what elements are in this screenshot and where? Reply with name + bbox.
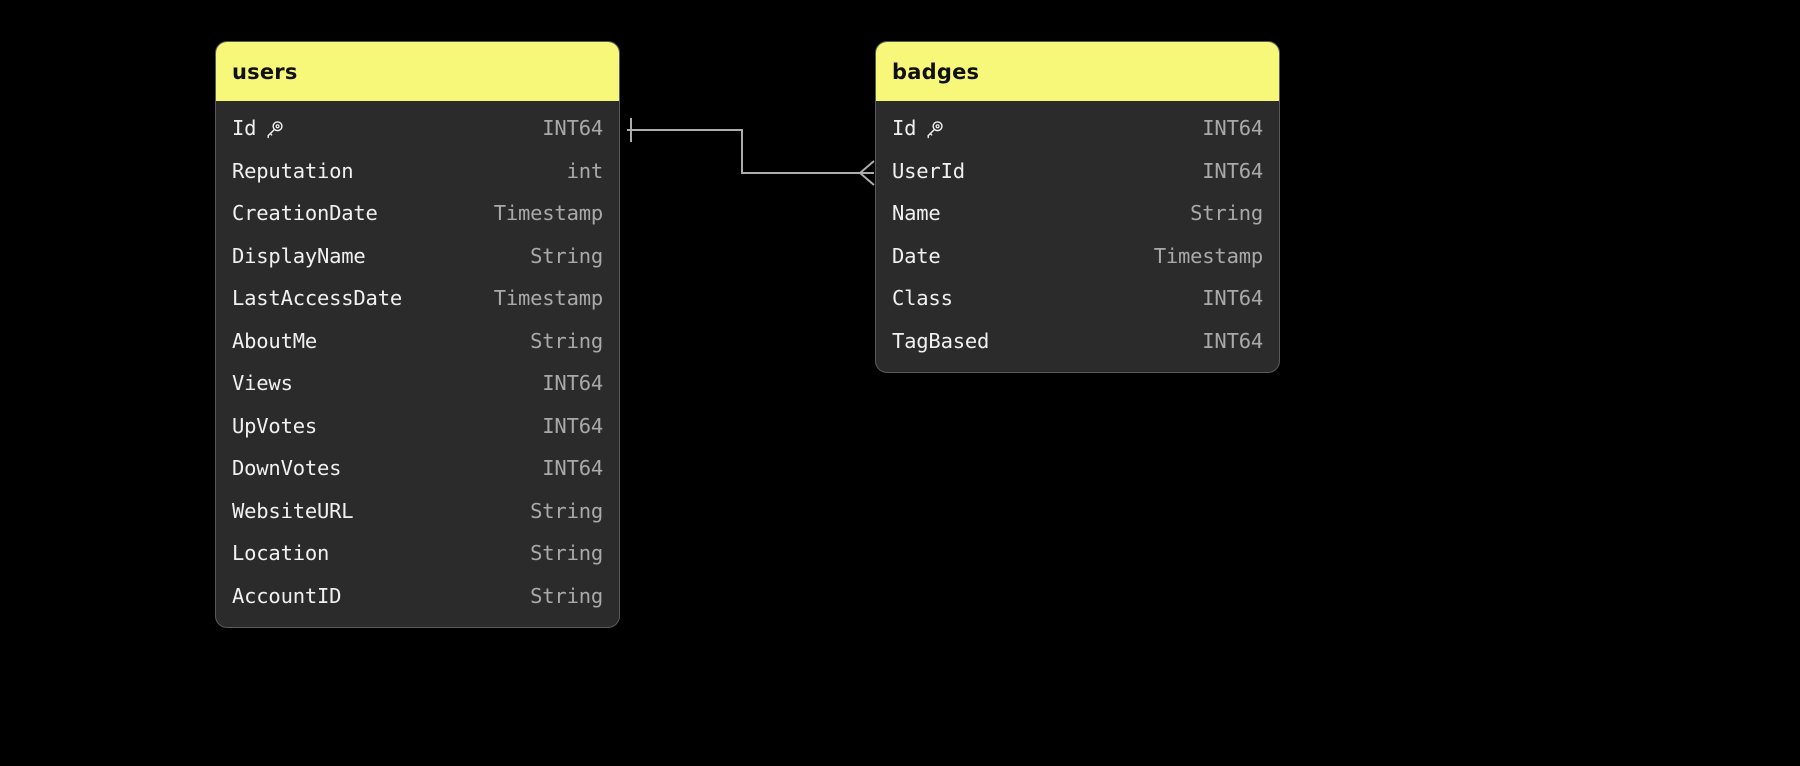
field-name: Name [892,201,941,226]
field-row[interactable]: CreationDate Timestamp [216,192,619,235]
field-name: LastAccessDate [232,286,402,311]
entity-title-badges: badges [892,59,980,84]
field-row[interactable]: Name String [876,192,1279,235]
field-name: AboutMe [232,328,317,353]
field-row[interactable]: TagBased INT64 [876,320,1279,363]
field-name: WebsiteURL [232,498,354,523]
field-name: DownVotes [232,456,342,481]
field-name: Id [892,116,917,141]
field-row[interactable]: Date Timestamp [876,235,1279,278]
key-icon [925,120,944,139]
field-row[interactable]: DownVotes INT64 [216,447,619,490]
entity-header-users[interactable]: users [216,42,619,101]
field-row[interactable]: Views INT64 [216,362,619,405]
field-row[interactable]: Id INT64 [876,107,1279,150]
field-row[interactable]: WebsiteURL String [216,490,619,533]
field-name: UpVotes [232,413,317,438]
field-name: Date [892,243,941,268]
field-type: INT64 [1202,116,1263,141]
field-type: String [1190,201,1263,226]
key-icon [265,120,284,139]
field-type: Timestamp [1153,243,1263,268]
field-type: String [530,541,603,566]
field-type: INT64 [1202,158,1263,183]
field-name: Id [232,116,257,141]
cardinality-many-marker [858,160,875,186]
field-name: UserId [892,158,965,183]
entity-header-badges[interactable]: badges [876,42,1279,101]
field-type: String [530,243,603,268]
field-type: String [530,583,603,608]
field-name: DisplayName [232,243,366,268]
field-name: CreationDate [232,201,378,226]
field-name: Reputation [232,158,354,183]
field-row[interactable]: Location String [216,532,619,575]
field-row[interactable]: UserId INT64 [876,150,1279,193]
field-type: INT64 [1202,286,1263,311]
field-name: Class [892,286,953,311]
field-row[interactable]: Class INT64 [876,277,1279,320]
field-type: INT64 [542,116,603,141]
field-name: Location [232,541,330,566]
field-name: Views [232,371,293,396]
field-type: int [566,158,604,183]
field-type: Timestamp [493,286,603,311]
field-name: AccountID [232,583,342,608]
field-row[interactable]: AccountID String [216,575,619,618]
entity-card-badges[interactable]: badges Id INT64 [875,41,1280,373]
field-row[interactable]: Reputation int [216,150,619,193]
field-row[interactable]: LastAccessDate Timestamp [216,277,619,320]
entity-card-users[interactable]: users Id INT64 [215,41,620,628]
entity-fields-users: Id INT64 Reputation [216,101,619,627]
field-type: INT64 [1202,328,1263,353]
field-row[interactable]: AboutMe String [216,320,619,363]
field-type: INT64 [542,413,603,438]
field-type: Timestamp [493,201,603,226]
field-row[interactable]: DisplayName String [216,235,619,278]
field-type: INT64 [542,371,603,396]
field-type: String [530,498,603,523]
field-row[interactable]: UpVotes INT64 [216,405,619,448]
field-type: String [530,328,603,353]
field-row[interactable]: Id INT64 [216,107,619,150]
entity-fields-badges: Id INT64 UserId [876,101,1279,372]
connector-line [627,129,866,174]
field-type: INT64 [542,456,603,481]
entity-title-users: users [232,59,298,84]
field-name: TagBased [892,328,990,353]
